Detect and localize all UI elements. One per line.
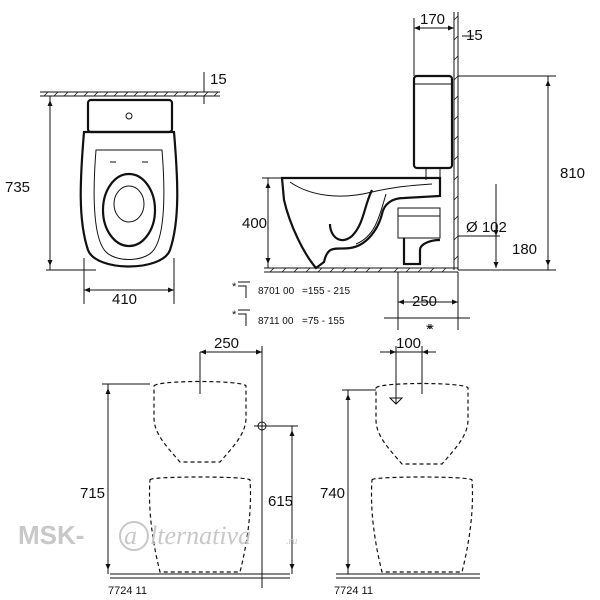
svg-text:a: a <box>124 521 137 550</box>
fitting-item: * 8701 00 =155 - 215 <box>232 281 351 298</box>
svg-text:.ru: .ru <box>286 536 297 547</box>
front-left-supply-offset-label: 250 <box>214 335 239 352</box>
side-outlet-diameter-label: Ø 102 <box>466 219 507 236</box>
front-view-right: 100 * 740 7724 11 <box>320 321 480 597</box>
front-left-code: 7724 11 <box>108 585 147 597</box>
top-width-label: 410 <box>112 291 137 308</box>
front-right-marker: * <box>428 321 434 338</box>
fittings-list: * 8701 00 =155 - 215 * 8711 00 =75 - 155 <box>232 281 351 327</box>
elbow-icon <box>238 281 250 298</box>
front-right-code: 7724 11 <box>334 585 373 597</box>
svg-text:8701 00: 8701 00 <box>258 286 295 297</box>
front-left-supply-height-label: 615 <box>268 493 293 510</box>
svg-text:*: * <box>232 281 237 293</box>
fitting-item: * 8711 00 =75 - 155 <box>232 309 345 327</box>
front-right-height-label: 740 <box>320 485 345 502</box>
svg-text:=155 - 215: =155 - 215 <box>302 286 351 297</box>
elbow-icon <box>238 309 250 326</box>
side-outlet-axis-label: 180 <box>512 241 537 258</box>
side-cistern-depth-label: 170 <box>420 11 445 28</box>
side-height-label: 810 <box>560 165 585 182</box>
watermark-logo: MSK- a lternativa .ru <box>18 520 297 551</box>
front-view-left: 250 715 615 7724 11 <box>80 335 298 597</box>
side-wall-offset-label: 15 <box>466 27 483 44</box>
side-marker: * <box>426 321 432 338</box>
svg-text:*: * <box>232 309 237 321</box>
side-outlet-distance-label: 250 <box>412 293 437 310</box>
side-outlet-height-label: 400 <box>242 215 267 232</box>
front-left-height-label: 715 <box>80 485 105 502</box>
top-view: 735 410 15 <box>5 71 227 308</box>
svg-text:=75 - 155: =75 - 155 <box>302 316 345 327</box>
top-gap-label: 15 <box>210 71 227 88</box>
front-right-supply-offset-label: 100 <box>396 335 421 352</box>
svg-text:MSK-: MSK- <box>18 520 84 550</box>
top-depth-label: 735 <box>5 179 30 196</box>
side-view: 170 15 810 400 Ø 102 180 250 * <box>242 11 585 338</box>
svg-text:lternativa: lternativa <box>150 521 251 550</box>
svg-text:8711 00: 8711 00 <box>258 316 294 327</box>
